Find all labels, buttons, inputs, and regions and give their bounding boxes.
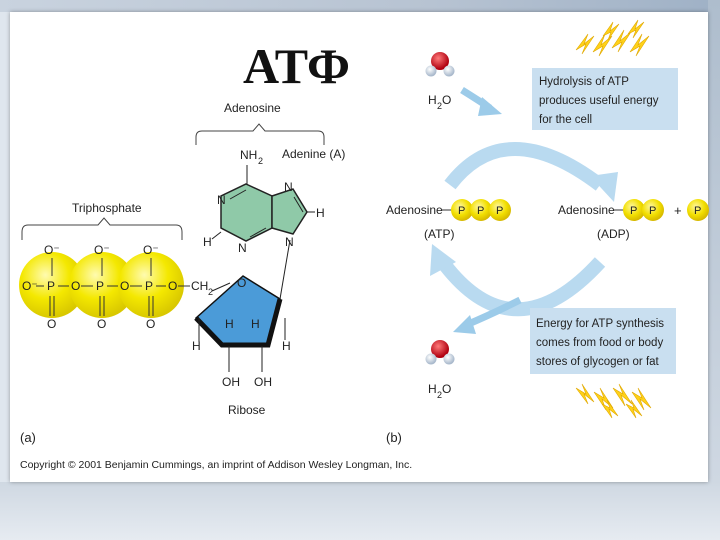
frame-right-border xyxy=(708,0,720,540)
slide-title: АТФ xyxy=(243,38,350,94)
atom-o-double-2: O xyxy=(97,317,106,331)
ribose-oh1: OH xyxy=(222,375,240,389)
synthesis-note: Energy for ATP synthesis comes from food… xyxy=(536,318,664,368)
water-molecule-bottom-icon xyxy=(425,340,455,365)
synthesis-note-box xyxy=(530,308,676,374)
atom-p-1: P xyxy=(47,279,55,293)
water-top-h: H xyxy=(428,93,437,107)
adenosine-brace xyxy=(195,123,325,145)
adenine-n4: N xyxy=(238,241,247,255)
atp-p-label-1: P xyxy=(458,205,465,217)
atp-phosphate-2 xyxy=(470,199,492,221)
atom-o-minus-left: O⁻ xyxy=(22,279,38,293)
nh2-sub: 2 xyxy=(258,156,263,166)
energy-lightning-bottom-icon xyxy=(575,383,652,419)
panel-b: H 2 O H 2 O Adenosine P P P (ATP) xyxy=(386,19,709,445)
panel-a-label: (a) xyxy=(20,430,36,445)
cycle-arrowhead-bottom xyxy=(430,244,456,276)
adp-label: (ADP) xyxy=(597,227,630,241)
ribose-label: Ribose xyxy=(228,403,266,417)
atom-o-bridge-1: O xyxy=(71,279,80,293)
phosphate-sphere-2 xyxy=(69,252,135,318)
plus-sign: + xyxy=(674,203,682,218)
water-top-sub: 2 xyxy=(437,101,442,111)
synthesis-line-1: Energy for ATP synthesis xyxy=(536,318,664,330)
atom-p-3: P xyxy=(145,279,153,293)
water-bottom-o: O xyxy=(442,382,451,396)
ribose-ring xyxy=(194,239,291,372)
adenine-n1: N xyxy=(284,180,293,194)
atp-p-label-2: P xyxy=(477,205,484,217)
adenosine-atp-label: Adenosine xyxy=(386,203,443,217)
phosphate-sphere-3 xyxy=(118,252,184,318)
phosphate-sphere-1 xyxy=(19,252,85,318)
free-phosphate xyxy=(687,199,709,221)
adenine-h2: H xyxy=(203,235,212,249)
atom-o-bridge-2: O xyxy=(120,279,129,293)
synthesis-line-2: comes from food or body xyxy=(536,337,663,349)
atom-o-bridge-3: O xyxy=(168,279,177,293)
atom-o-minus-1: O⁻ xyxy=(44,243,60,257)
water-bottom-sub: 2 xyxy=(437,390,442,400)
ribose-atoms: O H H H H OH OH Ribose xyxy=(192,276,291,417)
cycle-arrow-top xyxy=(444,142,605,191)
atom-o-minus-2: O⁻ xyxy=(94,243,110,257)
atp-phosphate-1 xyxy=(451,199,473,221)
panel-b-label: (b) xyxy=(386,430,402,445)
atom-o-double-1: O xyxy=(47,317,56,331)
hydrolysis-note-box xyxy=(532,68,678,130)
adp-p-label-1: P xyxy=(630,205,637,217)
frame-top-border xyxy=(0,0,720,12)
ribose-h3: H xyxy=(192,339,201,353)
atp-p-labels: P P P xyxy=(458,205,503,217)
atp-phosphate-3 xyxy=(489,199,511,221)
atp-p-label-3: P xyxy=(496,205,503,217)
adp-phosphate-1 xyxy=(623,199,645,221)
adp-p-label-2: P xyxy=(649,205,656,217)
adenine-h1: H xyxy=(316,206,325,220)
energy-lightning-top-icon xyxy=(575,19,650,57)
atom-ch2-sub: 2 xyxy=(208,287,213,297)
ribose-o: O xyxy=(237,276,246,290)
adp-p-labels: P P xyxy=(630,205,656,217)
phosphate-chain: O⁻ O⁻ O⁻ O⁻ P O P O P O CH xyxy=(22,243,213,331)
water-bottom-h: H xyxy=(428,382,437,396)
water-top-o: O xyxy=(442,93,451,107)
frame-bottom-border xyxy=(0,482,720,540)
atom-ch2: CH xyxy=(191,279,208,293)
free-phosphate-label: P xyxy=(694,205,701,217)
triphosphate-label: Triphosphate xyxy=(72,201,142,215)
adenosine-adp-label: Adenosine xyxy=(558,203,615,217)
atom-o-minus-3: O⁻ xyxy=(143,243,159,257)
ribose-h2: H xyxy=(251,317,260,331)
ribose-h4: H xyxy=(282,339,291,353)
atom-o-double-3: O xyxy=(146,317,155,331)
adenine-n2: N xyxy=(217,193,226,207)
hydrolysis-line-3: for the cell xyxy=(539,114,592,126)
adenosine-label-a: Adenosine xyxy=(224,101,281,115)
cycle-arrowhead-top xyxy=(590,172,618,202)
hydrolysis-line-2: produces useful energy xyxy=(539,95,659,107)
copyright-text: Copyright © 2001 Benjamin Cummings, an i… xyxy=(20,459,412,471)
ribose-h1: H xyxy=(225,317,234,331)
adenine-label: Adenine (A) xyxy=(282,147,345,161)
adenine-ring xyxy=(220,183,308,242)
water-out-arrowhead xyxy=(453,315,476,334)
water-molecule-top-icon xyxy=(425,52,455,77)
atom-p-2: P xyxy=(96,279,104,293)
hydrolysis-line-1: Hydrolysis of ATP xyxy=(539,76,629,88)
adp-phosphate-2 xyxy=(642,199,664,221)
cycle-arrow-bottom xyxy=(439,257,606,317)
panel-a: Adenosine Triphosphate O⁻ O⁻ O⁻ O⁻ P xyxy=(19,101,345,445)
ribose-oh2: OH xyxy=(254,375,272,389)
triphosphate-brace xyxy=(21,217,183,240)
water-in-arrowhead xyxy=(478,97,502,116)
synthesis-line-3: stores of glycogen or fat xyxy=(536,356,660,368)
atp-label: (ATP) xyxy=(424,227,454,241)
hydrolysis-note: Hydrolysis of ATP produces useful energy… xyxy=(539,76,659,126)
nh2-label: NH xyxy=(240,148,257,162)
